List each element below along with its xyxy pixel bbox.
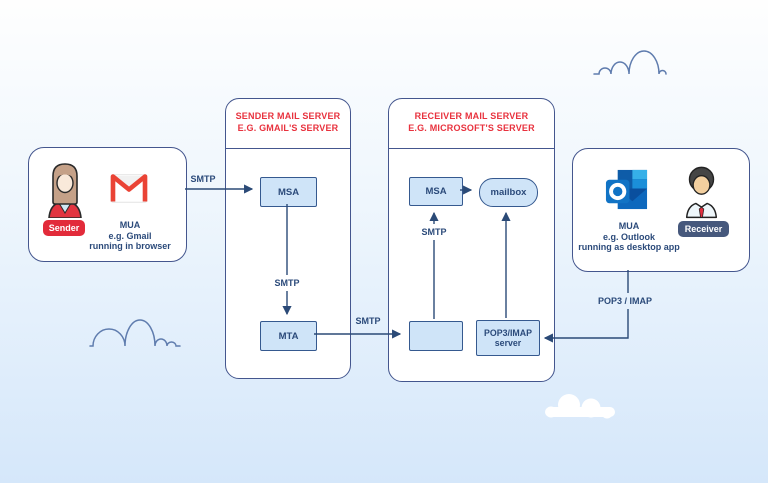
receiver-mta-node [409,321,463,351]
sender-mail-server-box: SENDER MAIL SERVER E.G. GMAIL'S SERVER M… [225,98,351,379]
smtp-label: SMTP [355,316,381,326]
sender-mua-card: Sender MUA e.g. Gmail running in browser [28,147,187,262]
receiver-badge: Receiver [678,221,729,237]
smtp-label: SMTP [190,174,216,184]
receiver-mua-card: Receiver MUA e.g. Outlook running as des… [572,148,750,272]
divider [389,148,554,149]
sender-mua-label: MUA e.g. Gmail running in browser [89,220,171,251]
smtp-label: SMTP [274,278,300,288]
pop3-imap-server-node: POP3/IMAP server [476,320,540,356]
man-avatar-icon [685,166,718,219]
cloud-outline-icon [89,319,181,347]
cloud-filled-icon [545,394,615,419]
gmail-icon [110,174,148,203]
pop3-imap-label: POP3 / IMAP [597,296,653,306]
mailbox-node: mailbox [479,178,538,207]
woman-avatar-icon [48,163,82,218]
divider [226,148,350,149]
sender-badge: Sender [43,220,85,236]
outlook-icon [605,169,648,210]
receiver-msa-node: MSA [409,177,463,206]
receiver-server-title: RECEIVER MAIL SERVER E.G. MICROSOFT'S SE… [408,111,535,133]
smtp-label: SMTP [421,227,447,237]
sender-mta-node: MTA [260,321,317,351]
sender-server-title: SENDER MAIL SERVER E.G. GMAIL'S SERVER [235,111,341,133]
receiver-mua-label: MUA e.g. Outlook running as desktop app [578,221,680,252]
receiver-mail-server-box: RECEIVER MAIL SERVER E.G. MICROSOFT'S SE… [388,98,555,382]
cloud-outline-icon [593,50,667,75]
sender-msa-node: MSA [260,177,317,207]
